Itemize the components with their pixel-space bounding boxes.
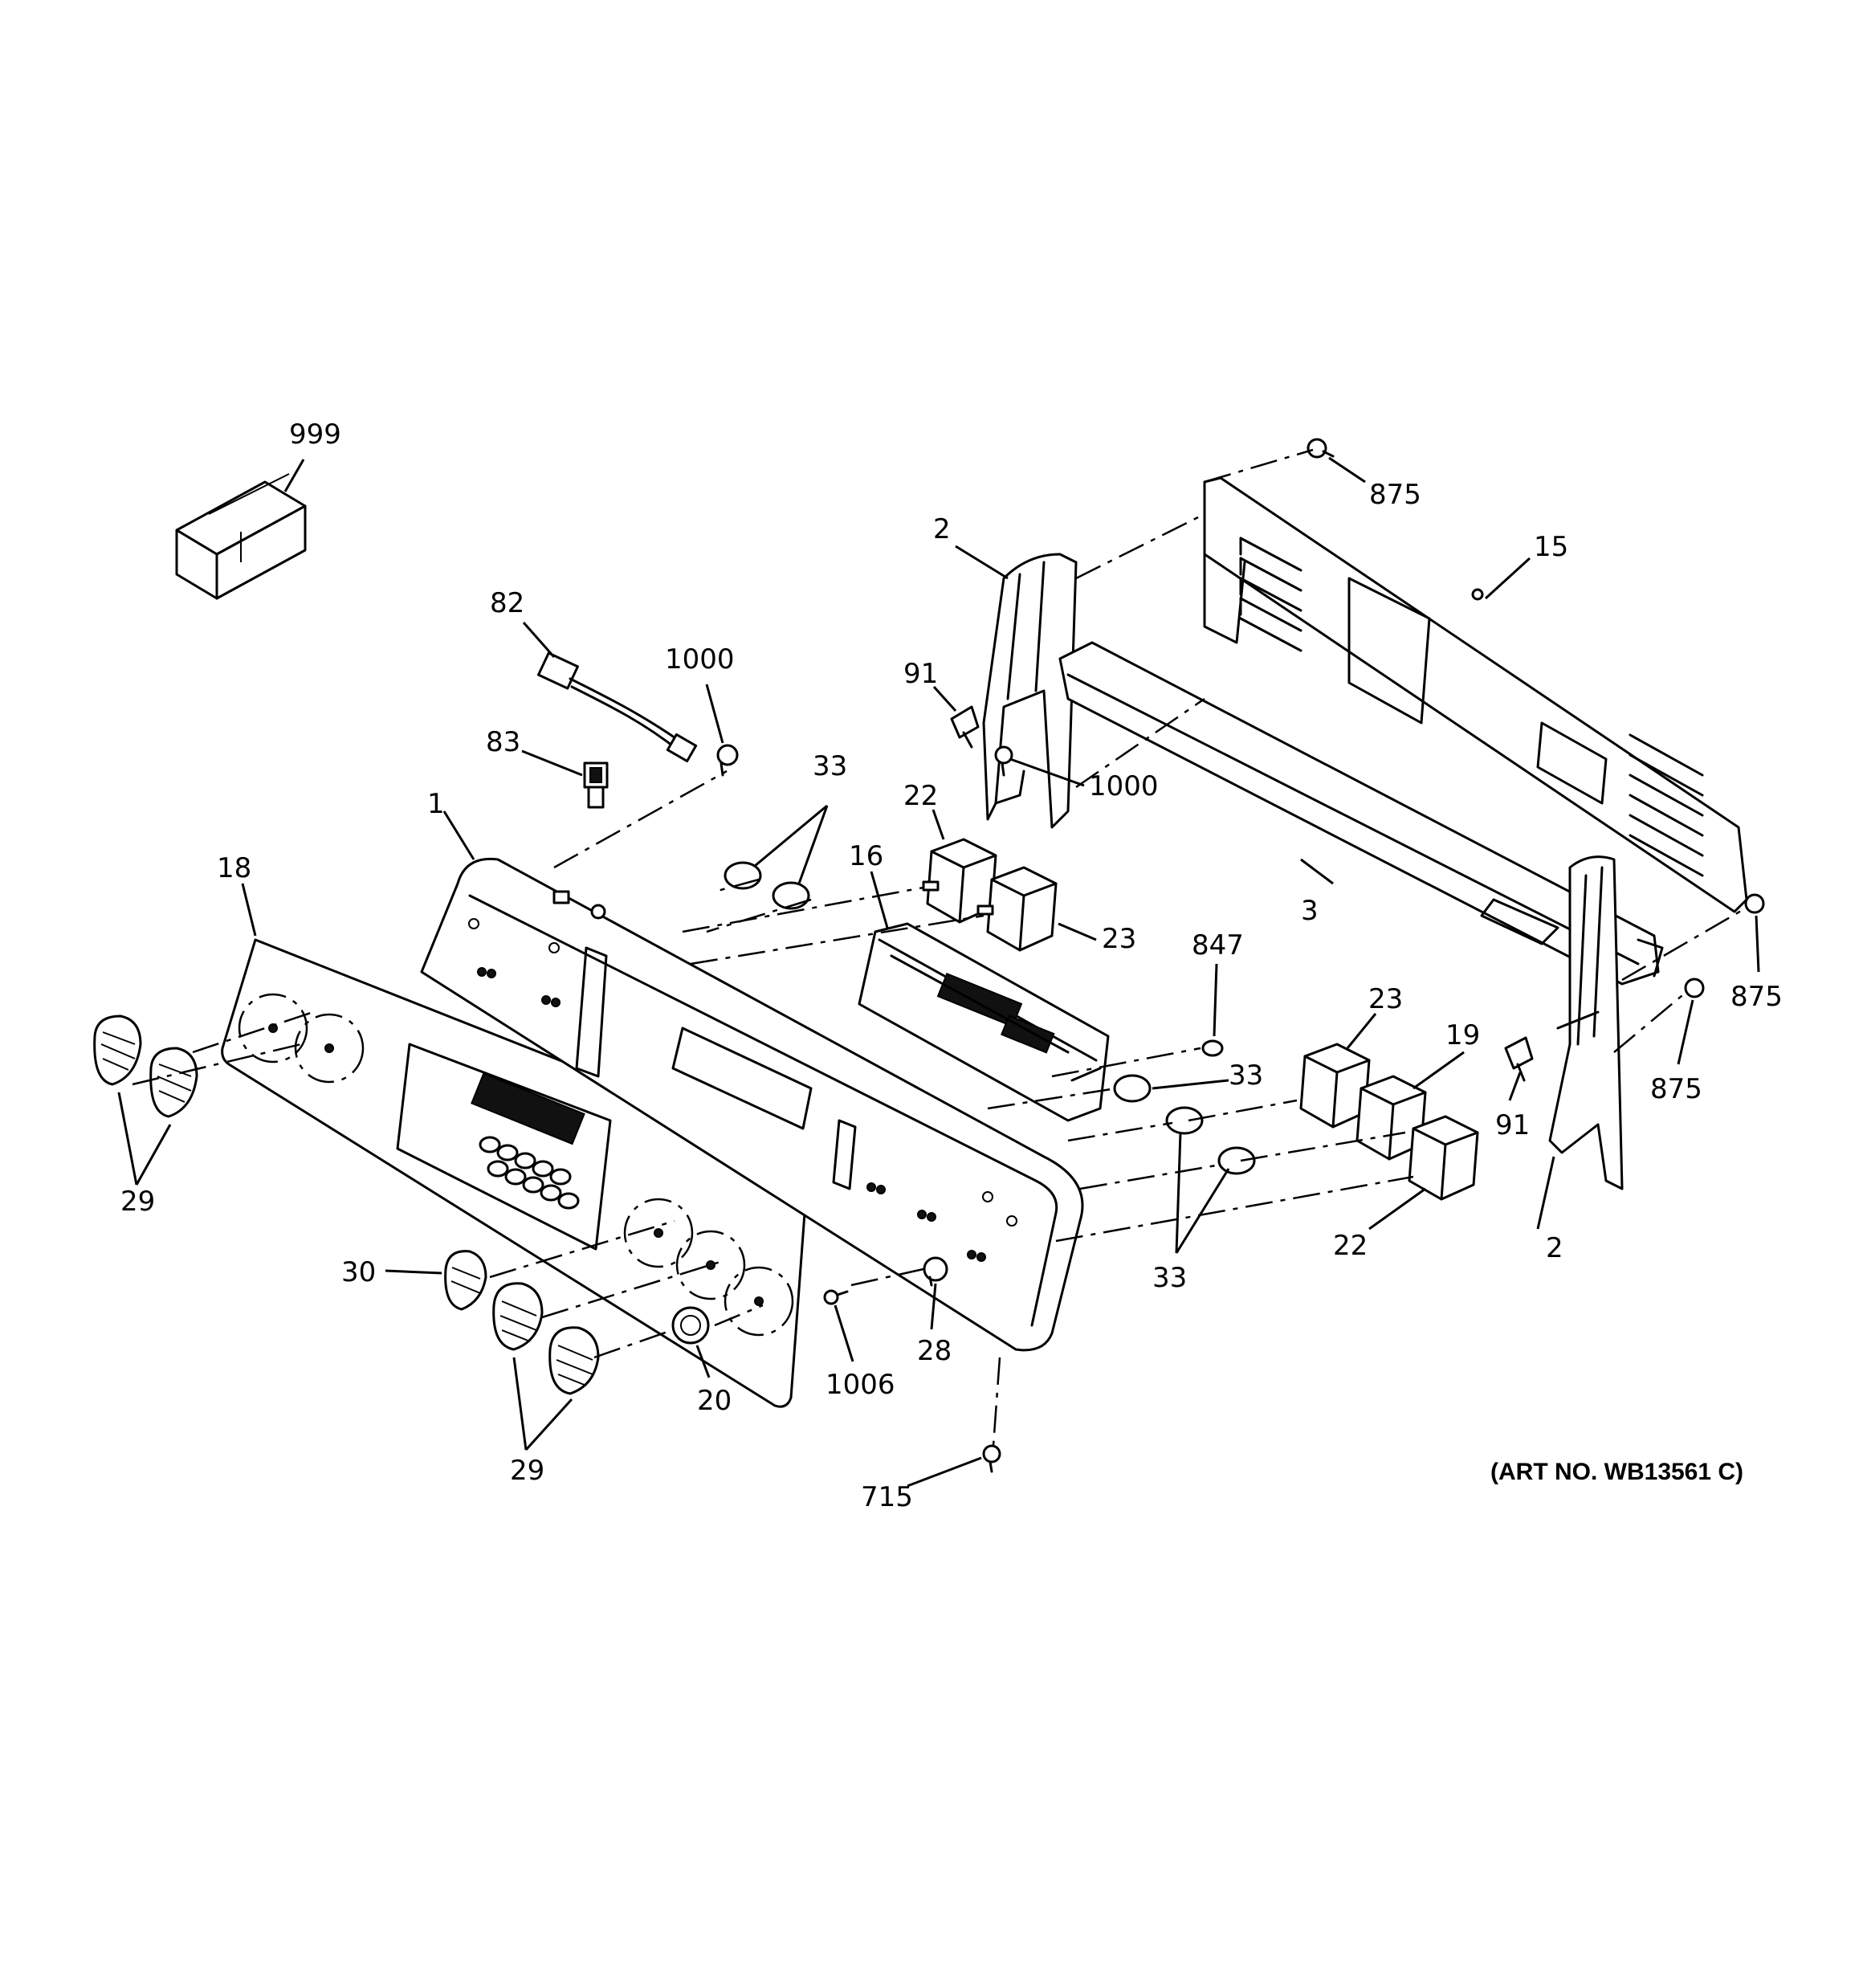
label-30: 30 (341, 1256, 376, 1288)
part-82-harness (537, 651, 698, 763)
part-2-end-cap-left (982, 553, 1078, 829)
label-1000-b: 1000 (1089, 770, 1159, 802)
label-28: 28 (917, 1335, 952, 1367)
label-1000-a: 1000 (665, 643, 735, 676)
part-29-knobs-upper (93, 1014, 198, 1118)
part-23-switch-a (976, 866, 1058, 952)
label-3: 3 (1301, 895, 1319, 927)
label-23-a: 23 (1102, 923, 1136, 955)
part-999-box (175, 473, 307, 600)
part-20-knob (671, 1306, 710, 1345)
label-15: 15 (1534, 531, 1568, 563)
label-29-b: 29 (510, 1455, 544, 1487)
part-1-backsplash (420, 857, 1084, 1352)
label-33-a: 33 (813, 750, 847, 782)
label-83: 83 (486, 726, 520, 758)
label-20: 20 (697, 1385, 732, 1417)
callout-labels: 999 82 1000 83 1 18 33 22 16 2 91 1000 8… (120, 418, 1783, 1513)
label-16: 16 (849, 840, 883, 872)
label-2-b: 2 (1546, 1232, 1563, 1264)
part-28-lamp-holder (923, 1256, 948, 1287)
label-82: 82 (490, 587, 524, 619)
label-22-b: 22 (1333, 1230, 1368, 1262)
part-875-screw-right-a (1744, 893, 1765, 914)
part-16-control-board (858, 922, 1110, 1122)
part-3-bracket (1058, 641, 1664, 986)
part-91-bracket-left (950, 705, 980, 749)
label-91-a: 91 (903, 658, 938, 690)
label-2-a: 2 (933, 513, 951, 545)
part-847-fastener (1201, 1039, 1224, 1057)
label-1006: 1006 (826, 1369, 895, 1401)
part-30-knob (444, 1250, 487, 1311)
label-1: 1 (427, 788, 445, 820)
label-999: 999 (289, 418, 341, 451)
part-875-screw-right-b (1684, 978, 1705, 998)
part-22-switch-b (1408, 1115, 1479, 1201)
label-19: 19 (1445, 1019, 1480, 1051)
label-23-b: 23 (1368, 983, 1403, 1015)
part-715-screw (982, 1444, 1001, 1473)
label-33-c: 33 (1152, 1262, 1187, 1294)
part-33-spacers-lower (1113, 1074, 1256, 1175)
part-29-knobs-lower (492, 1282, 600, 1395)
label-33-b: 33 (1229, 1059, 1263, 1092)
label-875-c: 875 (1650, 1073, 1702, 1105)
part-1006-screw (823, 1289, 849, 1305)
part-1000-screw-b (994, 745, 1013, 777)
label-847: 847 (1192, 929, 1244, 961)
part-2-end-cap-right (1548, 855, 1624, 1190)
label-715: 715 (861, 1481, 913, 1513)
label-18: 18 (217, 852, 251, 884)
label-875-a: 875 (1369, 479, 1421, 511)
part-1000-screw-a (716, 744, 739, 777)
alignment-lines (132, 448, 1747, 1447)
label-22-a: 22 (903, 780, 938, 812)
label-875-b: 875 (1731, 981, 1783, 1013)
leader-lines (117, 456, 1760, 1488)
art-number: (ART NO. WB13561 C) (1490, 1459, 1743, 1485)
part-83-lamp (583, 761, 609, 809)
label-29-a: 29 (120, 1186, 155, 1218)
part-875-screw-top (1307, 438, 1335, 459)
part-91-bracket-right (1504, 1036, 1534, 1082)
label-91-b: 91 (1495, 1109, 1530, 1141)
part-23-switch-b (1299, 1043, 1371, 1129)
